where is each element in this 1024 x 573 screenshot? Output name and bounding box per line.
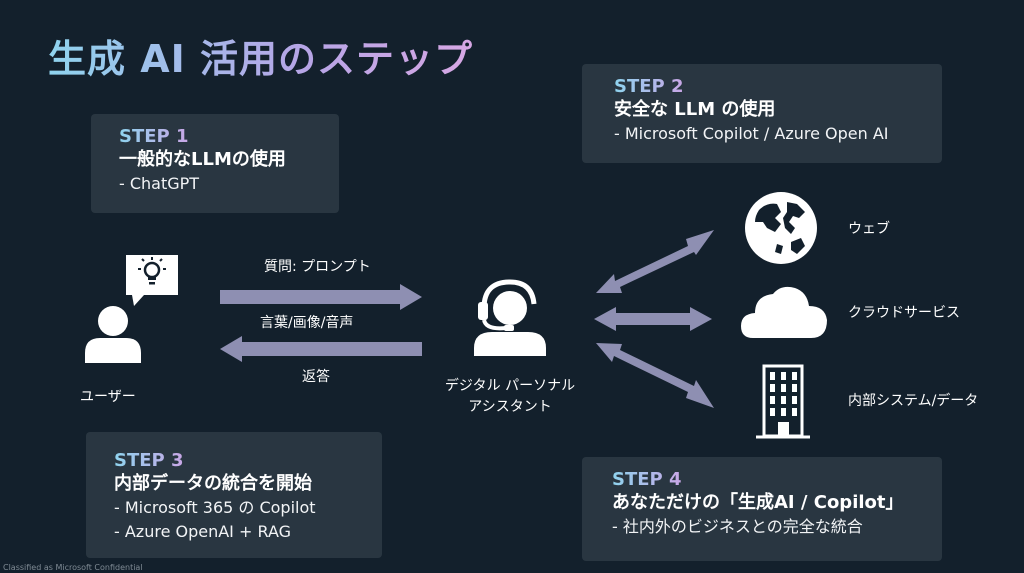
globe-icon <box>745 192 817 264</box>
step-2-box: STEP 2 安全な LLM の使用 - Microsoft Copilot /… <box>582 64 942 163</box>
web-arrow <box>596 230 714 293</box>
step-4-box: STEP 4 あなただけの「生成AI / Copilot」 - 社内外のビジネス… <box>582 457 942 561</box>
step-3-item-1: - Microsoft 365 の Copilot <box>114 498 316 517</box>
step-4-title: あなただけの「生成AI / Copilot」 <box>612 492 904 513</box>
step-2-item: - Microsoft Copilot / Azure Open AI <box>614 124 889 143</box>
step-4-label: STEP 4 <box>612 469 682 490</box>
user-with-idea-icon <box>85 255 178 363</box>
step-4-item: - 社内外のビジネスとの完全な統合 <box>612 517 863 536</box>
question-arrow <box>220 284 422 310</box>
cloud-label: クラウドサービス <box>848 305 960 321</box>
step-1-item: - ChatGPT <box>119 174 200 193</box>
cloud-icon <box>741 286 827 338</box>
building-icon <box>756 364 810 439</box>
confidential-footer: Classified as Microsoft Confidential <box>3 563 143 572</box>
page-title: 生成 AI 活用のステップ <box>48 28 473 83</box>
step-3-title: 内部データの統合を開始 <box>114 473 312 494</box>
web-label: ウェブ <box>848 221 890 237</box>
question-label: 質問: プロンプト <box>264 259 371 275</box>
headset-agent-icon <box>474 279 546 356</box>
step-3-item-2: - Azure OpenAI + RAG <box>114 522 292 541</box>
step-1-label: STEP 1 <box>119 126 189 147</box>
answer-arrow <box>220 336 422 362</box>
user-label: ユーザー <box>80 389 136 405</box>
assistant-label-line-1: デジタル パーソナル <box>444 378 576 394</box>
assistant-label-line-2: アシスタント <box>468 399 552 415</box>
cloud-arrow <box>594 307 712 331</box>
step-3-box: STEP 3 内部データの統合を開始 - Microsoft 365 の Cop… <box>86 432 382 558</box>
step-2-title: 安全な LLM の使用 <box>614 99 776 120</box>
step-3-label: STEP 3 <box>114 450 184 471</box>
source-arrows <box>594 230 714 408</box>
internal-data-label: 内部システム/データ <box>848 393 979 409</box>
step-1-box: STEP 1 一般的なLLMの使用 - ChatGPT <box>91 114 339 213</box>
step-1-title: 一般的なLLMの使用 <box>119 149 286 170</box>
step-2-label: STEP 2 <box>614 76 684 97</box>
modality-label: 言葉/画像/音声 <box>260 315 354 331</box>
internal-arrow <box>596 343 714 408</box>
answer-label: 返答 <box>302 369 330 385</box>
